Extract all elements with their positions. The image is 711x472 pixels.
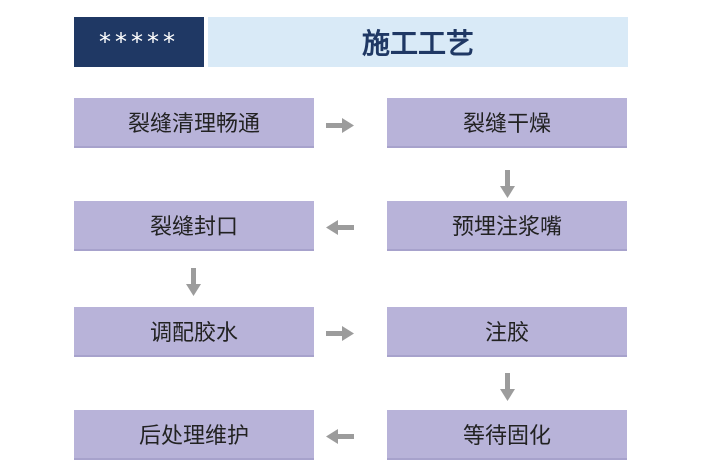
step-mix-glue: 调配胶水 <box>74 307 314 357</box>
arrow-right-icon <box>326 118 354 133</box>
step-crack-sealing: 裂缝封口 <box>74 201 314 251</box>
step-crack-drying: 裂缝干燥 <box>387 98 627 148</box>
arrow-down-icon <box>500 373 515 401</box>
step-embed-grout-nozzle: 预埋注浆嘴 <box>387 201 627 251</box>
arrow-left-icon <box>326 429 354 444</box>
step-wait-curing: 等待固化 <box>387 410 627 460</box>
step-post-treatment: 后处理维护 <box>74 410 314 460</box>
arrow-down-icon <box>186 268 201 296</box>
step-crack-cleaning: 裂缝清理畅通 <box>74 98 314 148</box>
arrow-right-icon <box>326 326 354 341</box>
process-title: 施工工艺 <box>208 17 628 67</box>
arrow-down-icon <box>500 170 515 198</box>
arrow-left-icon <box>326 220 354 235</box>
step-inject-glue: 注胶 <box>387 307 627 357</box>
masked-header-label: ***** <box>74 17 204 67</box>
